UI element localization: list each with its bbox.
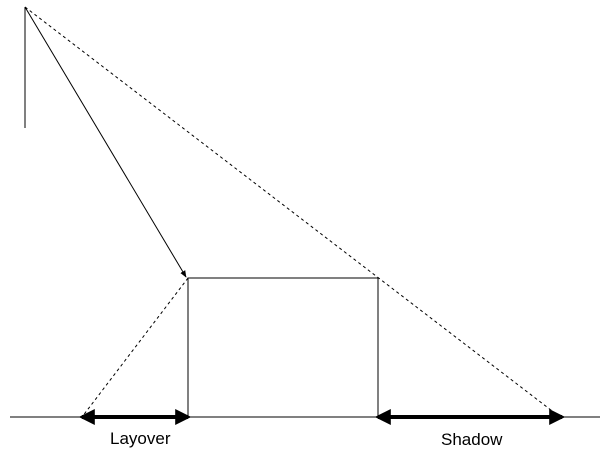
shadow-label: Shadow (441, 430, 503, 449)
building (187, 277, 379, 418)
shadow-ray-dotted (24, 6, 561, 418)
incident-ray-solid (24, 6, 187, 278)
layover-label: Layover (110, 429, 171, 448)
layover-projection-dotted (81, 277, 189, 418)
